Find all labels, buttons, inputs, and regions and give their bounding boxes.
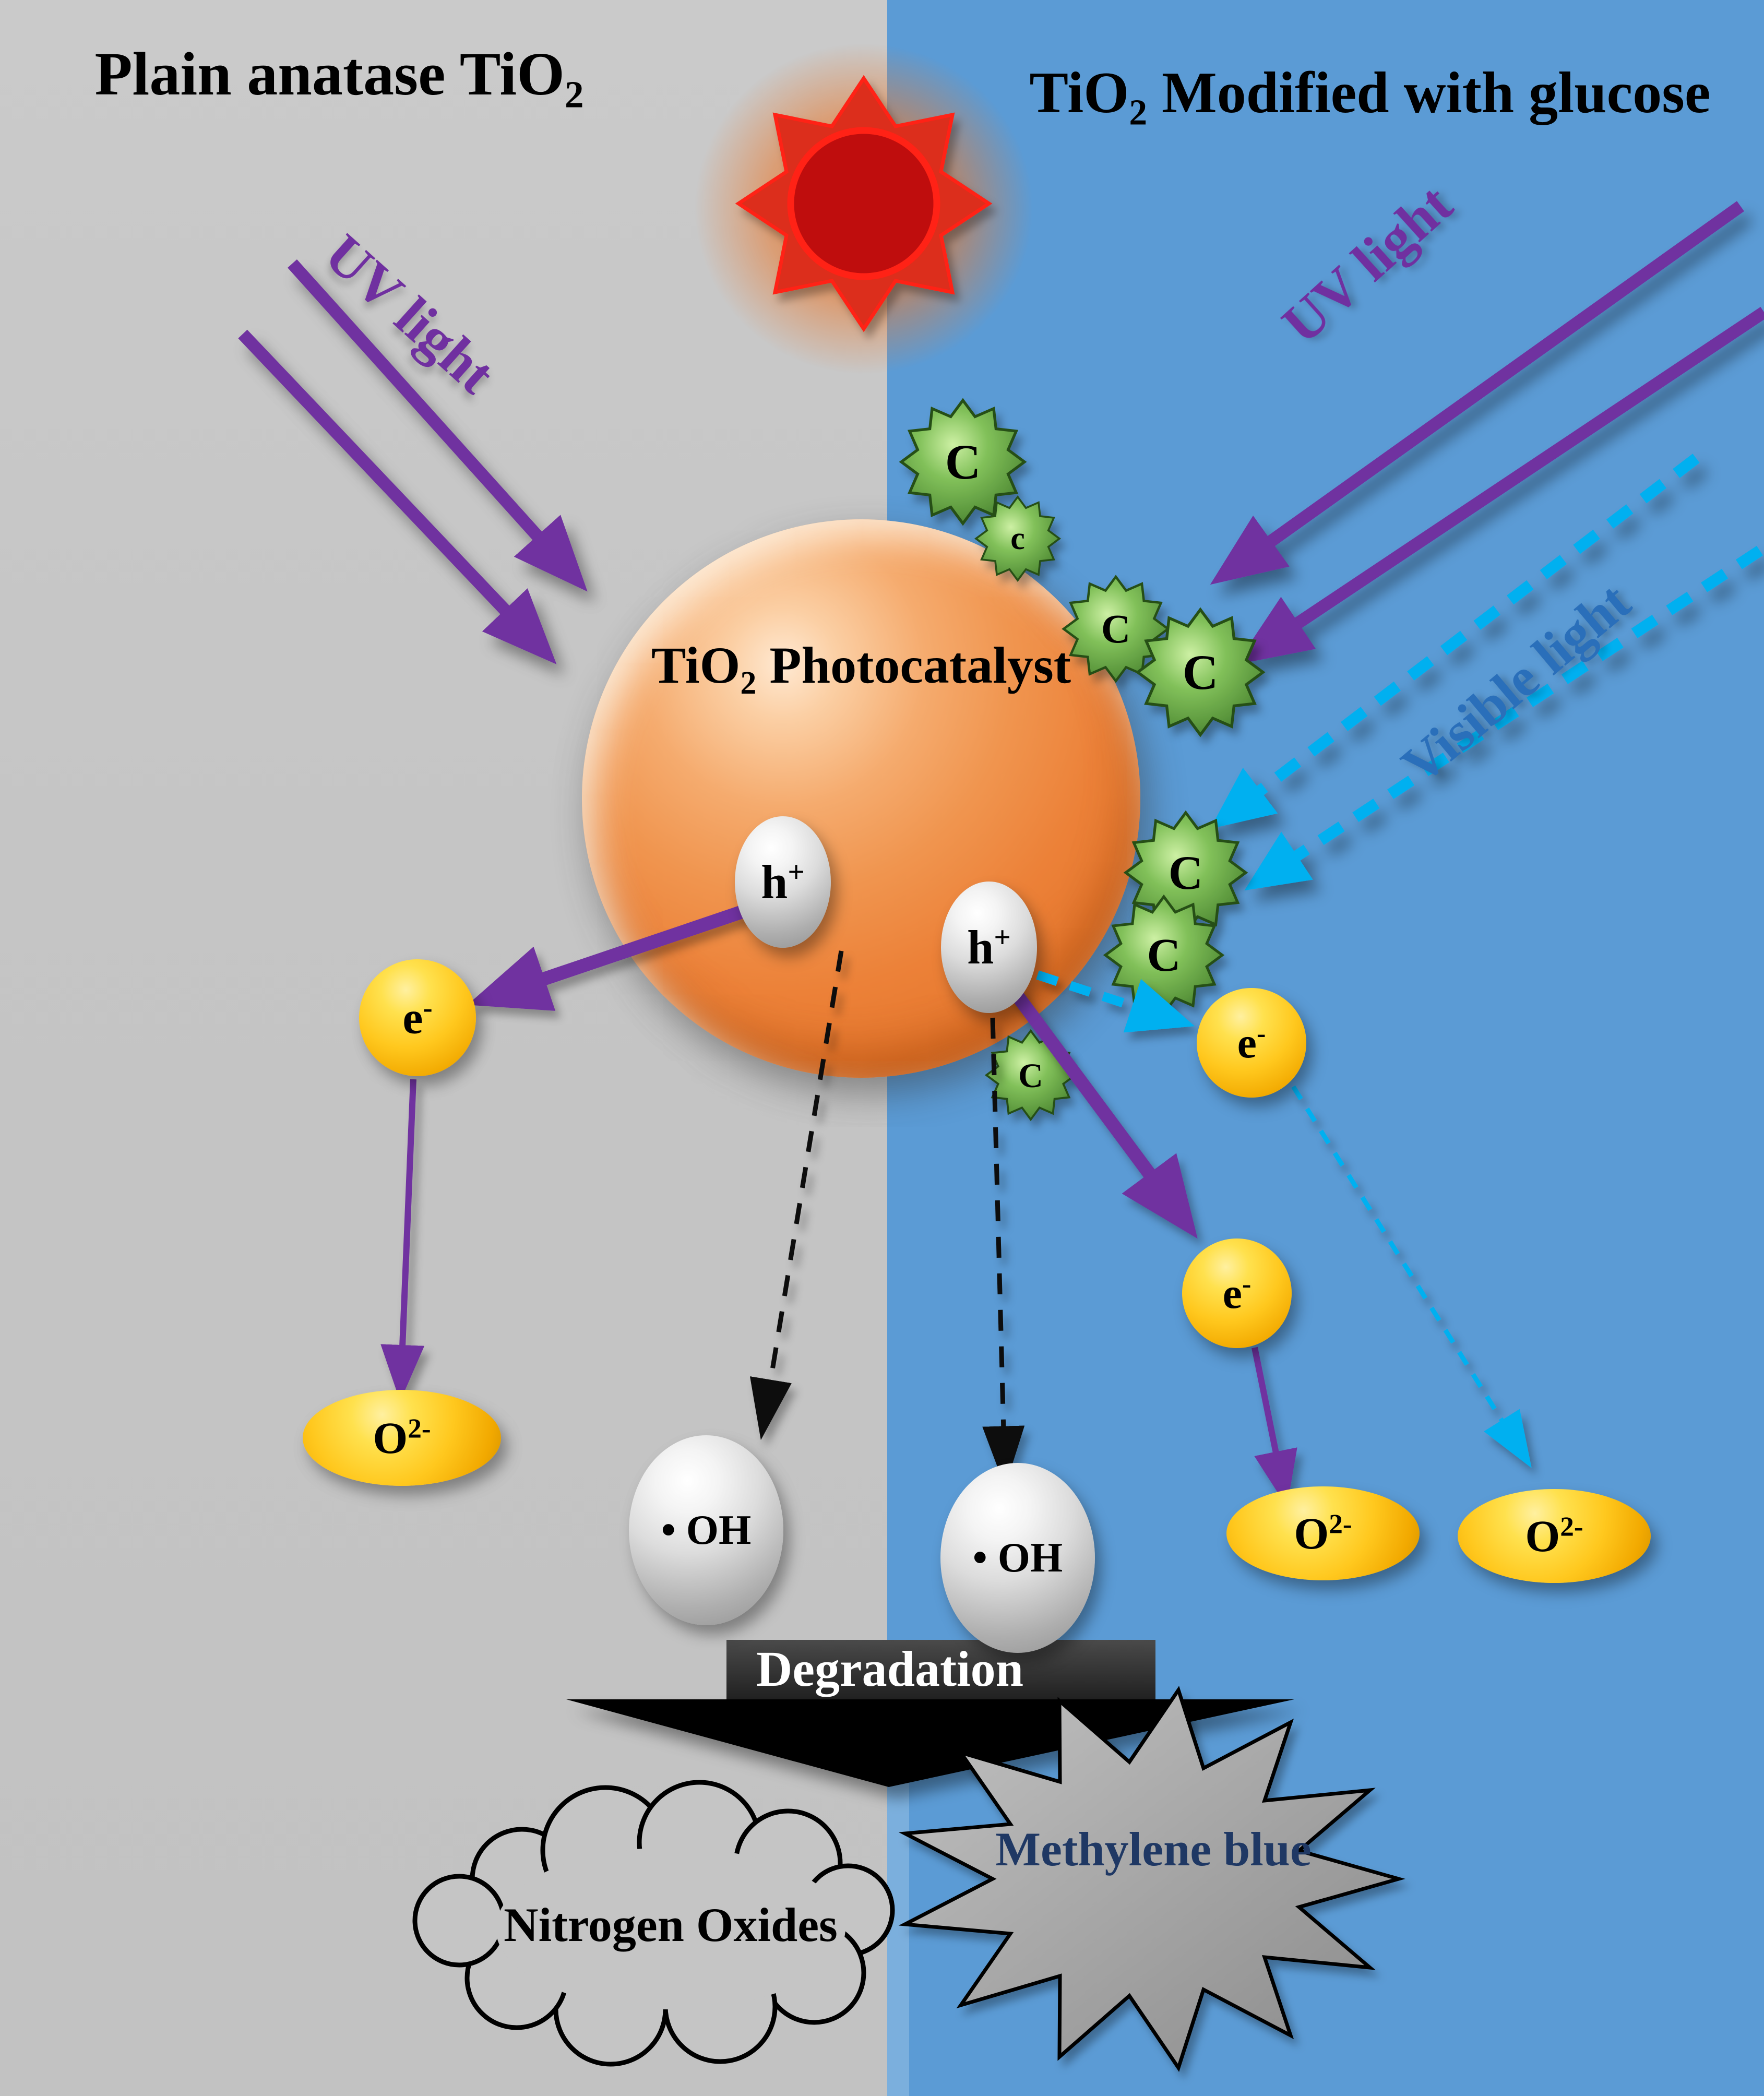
uv-arrows-right xyxy=(1210,201,1764,665)
hole-label: h+ xyxy=(967,921,1011,974)
uv-arrows-left xyxy=(238,259,588,664)
electron-left: e- xyxy=(359,959,476,1076)
hole-left: h+ xyxy=(735,816,831,948)
hole-right: h+ xyxy=(941,882,1037,1013)
superoxide-left: O2- xyxy=(303,1390,501,1486)
electron-right-upper: e- xyxy=(1197,988,1306,1098)
superoxide-label: O2- xyxy=(373,1412,431,1463)
nitrogen-oxides-label: Nitrogen Oxides xyxy=(504,1898,838,1951)
tio2-sphere xyxy=(582,519,1140,1078)
carbon-label: C xyxy=(1147,929,1181,981)
electron-label: e- xyxy=(1222,1269,1252,1318)
carbon-label: C xyxy=(945,434,981,490)
electron-right-lower: e- xyxy=(1182,1238,1292,1348)
methylene-blue-starburst xyxy=(898,1686,1405,2072)
superoxide-label: O2- xyxy=(1294,1508,1352,1558)
carbon-label: C xyxy=(1182,645,1219,700)
nitrogen-oxides-cloud xyxy=(412,1780,895,2067)
degradation-label: Degradation xyxy=(756,1641,1023,1697)
carbon-label: c xyxy=(1010,520,1025,556)
superoxide-right-2: O2- xyxy=(1458,1489,1651,1583)
hydroxyl-label: • OH xyxy=(661,1507,752,1553)
sun-icon xyxy=(735,75,993,332)
electron-label: e- xyxy=(402,991,433,1044)
hole-label: h+ xyxy=(761,855,805,909)
carbon-label: C xyxy=(1168,846,1203,899)
superoxide-label: O2- xyxy=(1525,1510,1583,1561)
methylene-blue-label: Methylene blue xyxy=(995,1823,1312,1876)
degradation-banner xyxy=(566,1640,1294,1787)
hydroxyl-left: • OH xyxy=(629,1435,783,1625)
superoxide-right-1: O2- xyxy=(1226,1486,1420,1580)
left-panel-title: Plain anatase TiO2 xyxy=(94,40,584,116)
carbon-label: C xyxy=(1018,1057,1043,1095)
photocatalyst-label: TiO2 Photocatalyst xyxy=(651,636,1071,701)
hydroxyl-right: • OH xyxy=(940,1463,1095,1653)
hydroxyl-label: • OH xyxy=(972,1534,1063,1581)
electron-label: e- xyxy=(1237,1018,1266,1067)
visible-light-arrows xyxy=(1210,454,1763,891)
carbon-label: C xyxy=(1101,606,1131,651)
degradation-arrow xyxy=(566,1699,1294,1787)
charge-arrows xyxy=(380,904,1532,1507)
right-panel-title: TiO2 Modified with glucose xyxy=(1029,61,1711,133)
